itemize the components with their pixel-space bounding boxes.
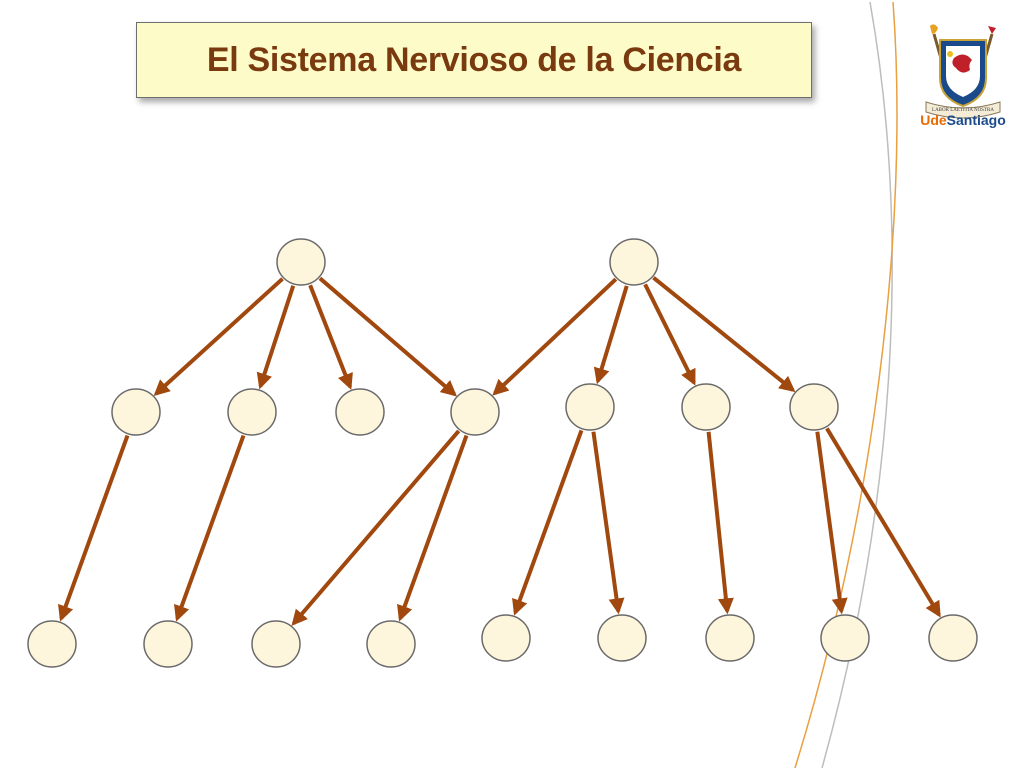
arrow-r1-m3 (308, 284, 353, 390)
node-b3 (251, 620, 301, 668)
arrow-r1-m4 (318, 276, 457, 397)
arrow-r2-m6 (643, 283, 696, 386)
node-m3 (335, 388, 385, 436)
node-b4 (366, 620, 416, 668)
node-b5 (481, 614, 531, 662)
arrow-r2-m4 (492, 277, 618, 396)
university-crest-icon: LABOR LAETITIA NOSTRA (925, 24, 1001, 119)
arrow-m4-b4 (397, 434, 469, 622)
arrow-r1-m2 (256, 285, 296, 390)
crest-motto: LABOR LAETITIA NOSTRA (932, 108, 994, 113)
university-wordmark: UdeSantiago (918, 112, 1008, 128)
arrow-r1-m1 (153, 277, 284, 396)
arrow-m2-b2 (174, 434, 246, 622)
arrow-m5-b6 (591, 431, 625, 615)
node-b1 (27, 620, 77, 668)
wordmark-santiago: Santiago (946, 112, 1006, 128)
arrow-m7-b8 (815, 431, 848, 615)
arrow-m7-b9 (825, 427, 941, 618)
wordmark-ude: Ude (920, 112, 947, 128)
decorative-swoosh-orange (794, 1, 898, 768)
diagram-nodes (27, 238, 978, 668)
node-b9 (928, 614, 978, 662)
arrow-m6-b7 (706, 431, 734, 615)
node-r1 (276, 238, 326, 286)
arrow-r2-m5 (593, 285, 629, 385)
node-b8 (820, 614, 870, 662)
node-m2 (227, 388, 277, 436)
arrow-r2-m7 (652, 276, 796, 393)
diagram-edges (58, 276, 941, 626)
node-m1 (111, 388, 161, 436)
title-box: El Sistema Nervioso de la Ciencia (136, 22, 812, 98)
node-m5 (565, 383, 615, 431)
slide-title: El Sistema Nervioso de la Ciencia (206, 40, 742, 79)
arrow-m1-b1 (58, 434, 130, 622)
node-r2 (609, 238, 659, 286)
node-m7 (789, 383, 839, 431)
node-m4 (450, 388, 500, 436)
node-b7 (705, 614, 755, 662)
node-b6 (597, 614, 647, 662)
node-b2 (143, 620, 193, 668)
arrow-m4-b3 (291, 429, 461, 626)
arrow-m5-b5 (512, 429, 584, 616)
node-m6 (681, 383, 731, 431)
